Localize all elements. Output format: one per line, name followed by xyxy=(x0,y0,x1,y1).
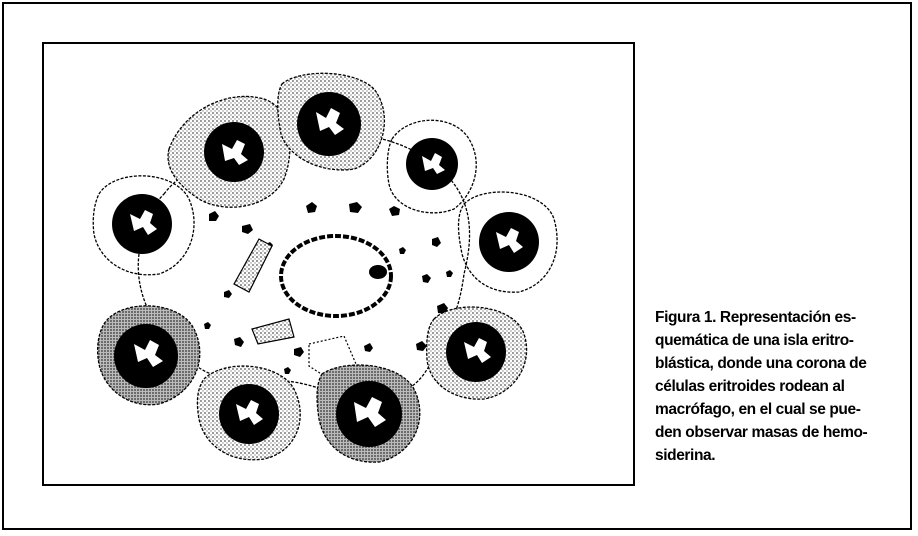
erythroid-cell xyxy=(459,192,558,292)
caption-line: células eritroides rodean al xyxy=(655,375,915,398)
caption-line: siderina. xyxy=(655,444,915,467)
erythroid-cell xyxy=(278,73,385,170)
erythroblastic-island-drawing xyxy=(44,44,633,484)
erythroid-cell xyxy=(98,306,200,405)
erythroid-cell xyxy=(387,120,476,213)
erythroid-cell xyxy=(317,365,420,462)
erythroid-cell xyxy=(93,176,194,275)
figure-illustration xyxy=(42,42,635,486)
caption-line: quemática de una isla eritro- xyxy=(655,329,915,352)
erythroid-cell xyxy=(197,366,300,460)
caption-line: Figura 1. Representación es- xyxy=(655,306,915,329)
caption-line: blástica, donde una corona de xyxy=(655,352,915,375)
erythroid-cell xyxy=(427,307,527,399)
figure-caption: Figura 1. Representación es- quemática d… xyxy=(655,306,915,467)
caption-line: macrófago, en el cual se pue- xyxy=(655,398,915,421)
erythroid-cell xyxy=(168,96,290,207)
caption-line: den observar masas de hemo- xyxy=(655,421,915,444)
caption-label: Figura 1 xyxy=(655,309,712,326)
page-frame: Figura 1. Representación es- quemática d… xyxy=(2,2,912,530)
